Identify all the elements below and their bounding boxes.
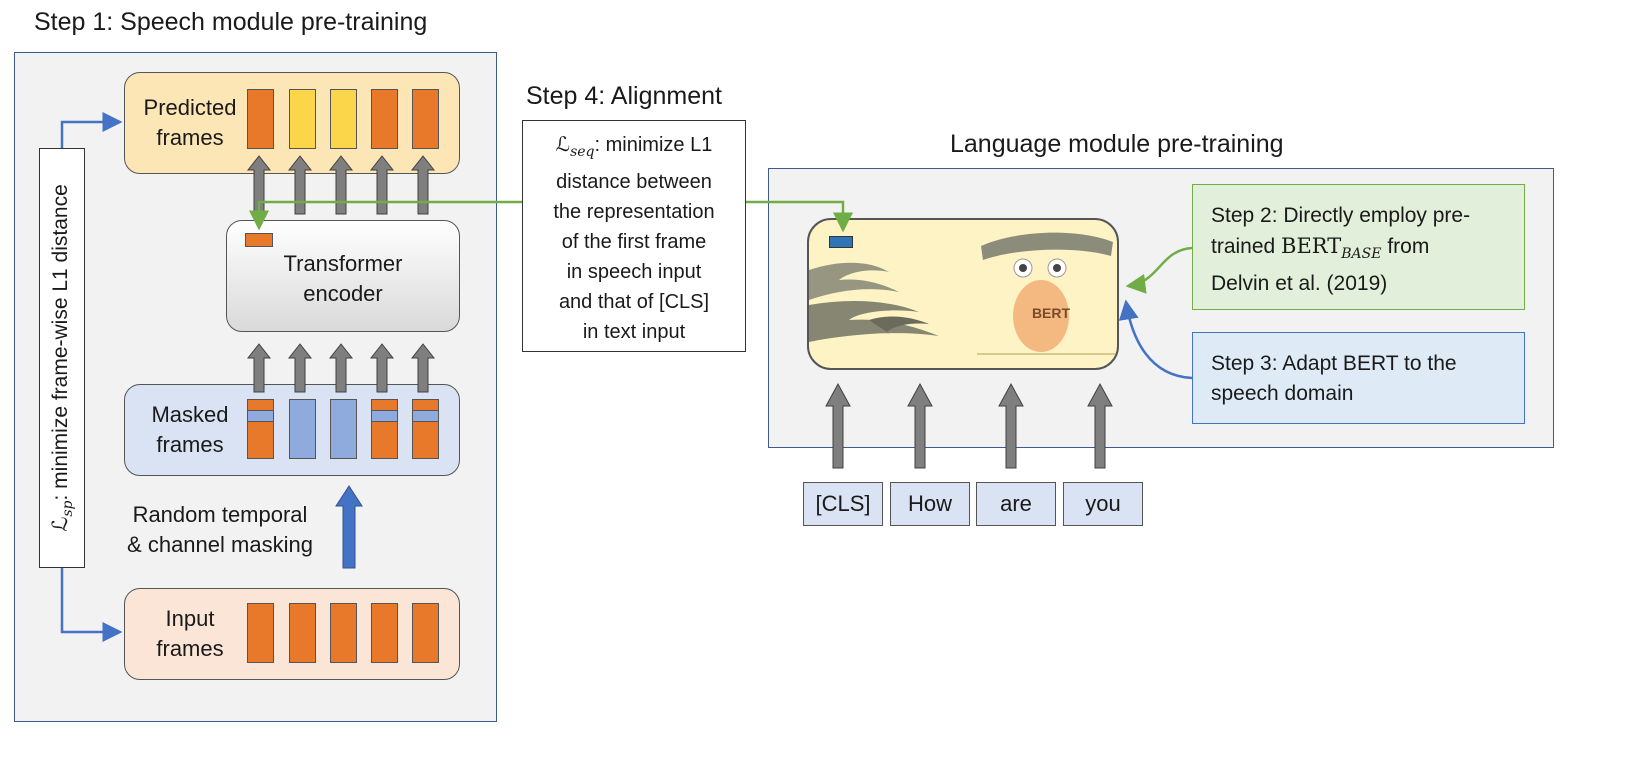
masked-frame-bar xyxy=(412,399,439,459)
predicted-frames-box: Predicted frames xyxy=(124,72,460,174)
masked-frames-box: Masked frames xyxy=(124,384,460,476)
step3-line: Step 3: Adapt BERT to the xyxy=(1211,352,1457,375)
encoder-label-2: encoder xyxy=(303,281,383,306)
input-frames-box: Input frames xyxy=(124,588,460,680)
seq-loss-symbol: ℒ xyxy=(555,132,571,156)
step2-bert: BERT xyxy=(1281,234,1342,258)
flames-icon xyxy=(809,262,939,342)
step3-line: speech domain xyxy=(1211,382,1354,405)
masked-frames-label: Masked xyxy=(151,402,229,427)
alignment-line: in speech input xyxy=(566,261,702,283)
predicted-frame-bar xyxy=(289,89,316,149)
cls-representation xyxy=(829,236,853,248)
alignment-line: and that of [CLS] xyxy=(558,291,710,313)
bert-muppet-icon xyxy=(977,232,1117,355)
first-frame-representation xyxy=(245,233,273,247)
masked-frame-bar xyxy=(330,399,357,459)
predicted-frames-label-2: frames xyxy=(156,125,224,150)
alignment-to-cls-connector xyxy=(746,200,853,233)
input-frame-bar xyxy=(371,603,398,663)
alignment-line: in text input xyxy=(582,321,686,343)
alignment-box: ℒseq: minimize L1 distance between the r… xyxy=(522,120,746,352)
frame-loss-box: ℒsp: minimize frame-wise L1 distance xyxy=(39,148,85,568)
input-frame-bar xyxy=(289,603,316,663)
alignment-line: : minimize L1 xyxy=(594,134,713,156)
language-module-title: Language module pre-training xyxy=(950,130,1284,158)
token-cls: [CLS] xyxy=(803,482,883,526)
encoder-input-arrows xyxy=(246,343,436,393)
predicted-frame-bar xyxy=(247,89,274,149)
bert-box: BERT xyxy=(807,218,1119,370)
step4-title: Step 4: Alignment xyxy=(526,82,722,110)
predicted-frame-bar xyxy=(371,89,398,149)
alignment-line: of the first frame xyxy=(561,231,707,253)
input-frames-label-2: frames xyxy=(156,636,224,661)
predicted-frame-bar xyxy=(412,89,439,149)
masking-label-line-2: & channel masking xyxy=(127,532,313,557)
loss-to-predicted-connector xyxy=(60,112,123,148)
masking-label: Random temporal & channel masking xyxy=(100,500,340,560)
step2-line: Step 2: Directly employ pre- xyxy=(1211,204,1471,227)
input-frames-label: Input xyxy=(165,606,215,631)
step2-line: Delvin et al. (2019) xyxy=(1211,272,1388,296)
token-input-arrows xyxy=(825,382,1113,469)
transformer-encoder-box: Transformer encoder xyxy=(226,220,460,332)
encoder-label: Transformer xyxy=(283,251,403,276)
step2-arrow xyxy=(1125,246,1193,294)
masking-arrow xyxy=(335,485,363,569)
predicted-frames-label: Predicted xyxy=(143,95,237,120)
masking-label-line-1: Random temporal xyxy=(132,502,308,527)
encoder-output-arrows xyxy=(246,155,436,215)
step2-base-subscript: BASE xyxy=(1341,246,1382,263)
step1-title: Step 1: Speech module pre-training xyxy=(34,8,428,36)
step2-box: Step 2: Directly employ pre- trained BER… xyxy=(1192,184,1525,310)
step2-line: from xyxy=(1381,235,1430,258)
bert-label: BERT xyxy=(1031,305,1071,321)
alignment-to-speech-connector xyxy=(249,200,522,231)
masked-frame-bar xyxy=(289,399,316,459)
loss-to-input-connector xyxy=(60,568,123,642)
step3-arrow xyxy=(1118,299,1193,380)
token-how: How xyxy=(890,482,970,526)
masked-frame-bar xyxy=(371,399,398,459)
alignment-line: the representation xyxy=(553,201,715,223)
input-frame-bar xyxy=(247,603,274,663)
token-you: you xyxy=(1063,482,1143,526)
step2-line: trained xyxy=(1211,235,1282,258)
step3-box: Step 3: Adapt BERT to the speech domain xyxy=(1192,332,1525,424)
token-are: are xyxy=(976,482,1056,526)
masked-frame-bar xyxy=(247,399,274,459)
input-frame-bar xyxy=(330,603,357,663)
alignment-line: distance between xyxy=(556,171,712,193)
masked-frames-label-2: frames xyxy=(156,432,224,457)
predicted-frame-bar xyxy=(330,89,357,149)
input-frame-bar xyxy=(412,603,439,663)
seq-loss-subscript: seq xyxy=(570,144,595,160)
